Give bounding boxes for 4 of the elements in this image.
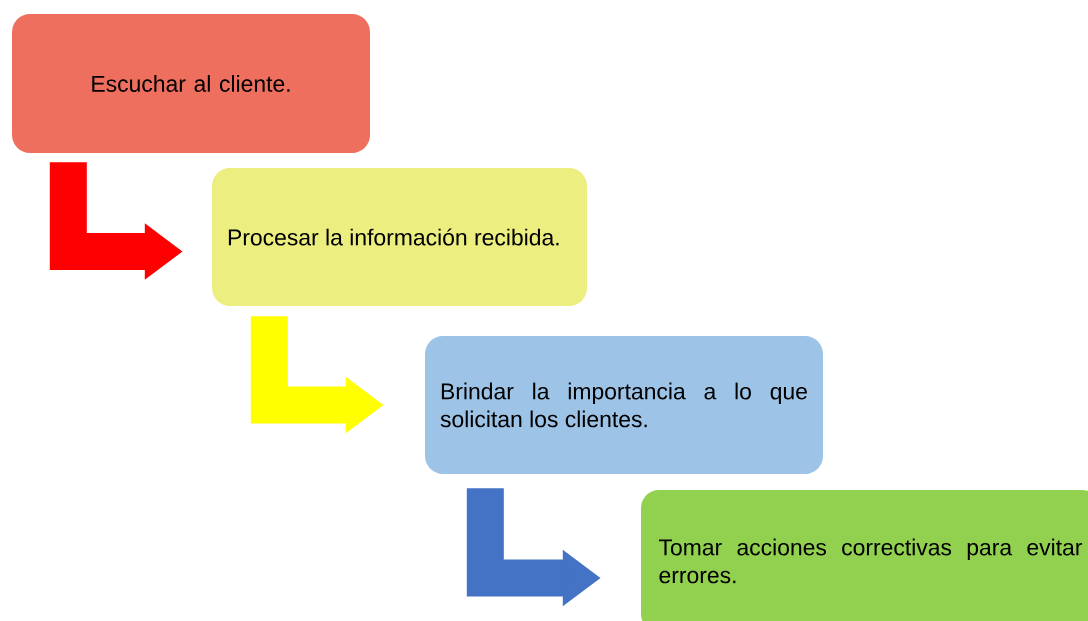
process-box: Escuchar al cliente. [12, 14, 370, 153]
process-box: Tomar acciones correctivas para evitar errores. [641, 490, 1088, 621]
process-box: Brindar la importancia a lo que solicitan los clientes. [425, 336, 823, 474]
process-box: Procesar la información recibida. [212, 168, 587, 306]
